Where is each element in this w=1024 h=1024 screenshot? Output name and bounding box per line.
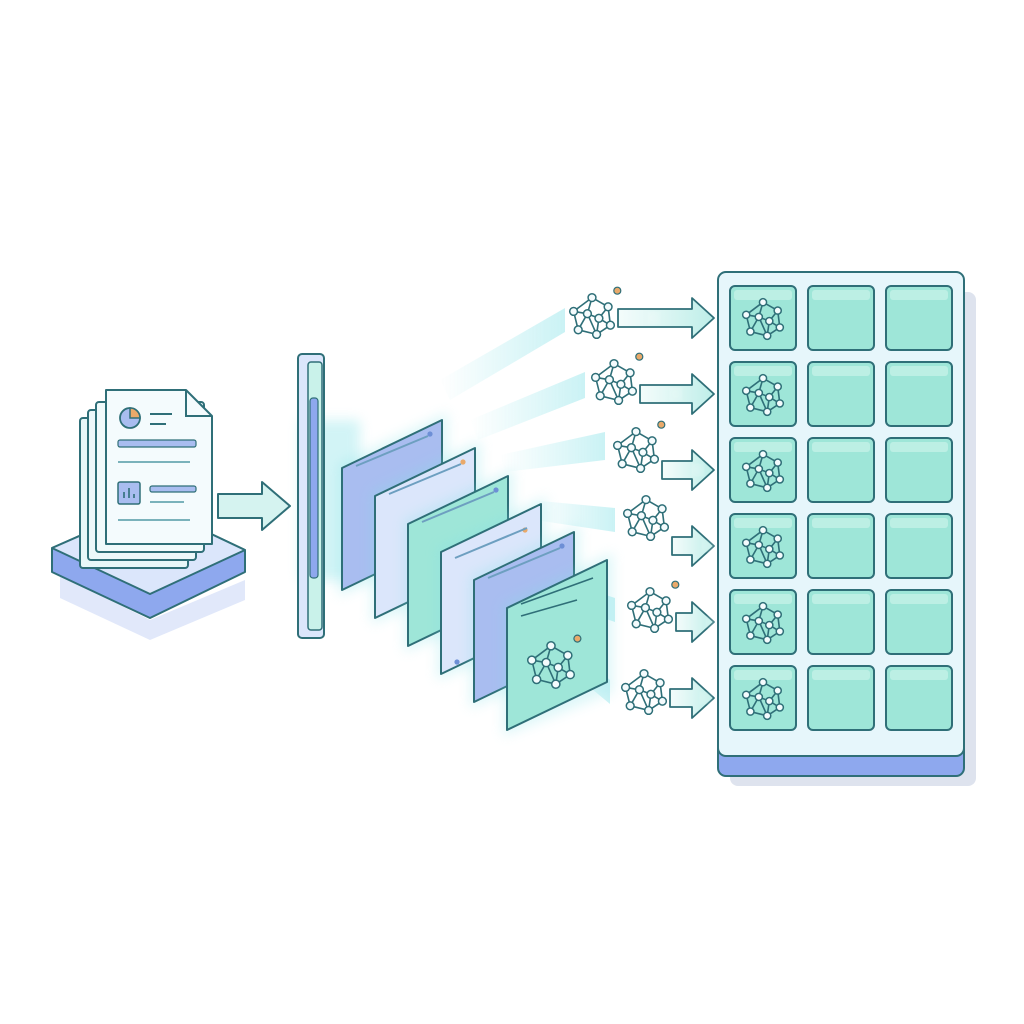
table-cell [729, 361, 797, 427]
table-cell [885, 361, 953, 427]
knowledge-graph-icon [741, 677, 785, 721]
graph-row [612, 420, 715, 491]
table-cell [885, 285, 953, 351]
knowledge-graph-icon [568, 286, 622, 340]
bar-chart-icon [117, 481, 141, 505]
knowledge-graph-icon [626, 580, 680, 634]
table-cell [807, 665, 875, 731]
table-cell [885, 437, 953, 503]
knowledge-graph-icon [620, 668, 668, 716]
graph-row [620, 668, 715, 719]
table-cell [729, 589, 797, 655]
accent-dot [657, 420, 666, 429]
table-cell [807, 437, 875, 503]
accent-dot [613, 286, 622, 295]
knowledge-graph-icon [590, 352, 644, 406]
knowledge-graph-icon [741, 449, 785, 493]
accent-dot [635, 352, 644, 361]
knowledge-graph-icon [622, 494, 670, 542]
arrow-right-icon [669, 677, 715, 719]
light-beams [440, 308, 615, 704]
pie-chart-icon [119, 407, 141, 429]
graph-rows [568, 286, 716, 719]
table-cell [729, 285, 797, 351]
document-stack-icon [51, 389, 246, 640]
arrow-right-icon [675, 601, 715, 643]
grid-table-icon [717, 271, 976, 786]
table-cell [807, 589, 875, 655]
graph-row [626, 580, 716, 643]
knowledge-graph-icon [612, 420, 666, 474]
accent-dot [671, 580, 680, 589]
graph-row [590, 352, 715, 415]
table-cell [885, 513, 953, 579]
table-cell [885, 665, 953, 731]
accent-dot [573, 634, 582, 643]
graph-row [568, 286, 715, 340]
table-cell [885, 589, 953, 655]
table-cell [729, 513, 797, 579]
arrow-right-icon [671, 525, 715, 567]
knowledge-graph-icon [526, 634, 582, 690]
knowledge-graph-icon [741, 373, 785, 417]
document-pages [79, 389, 213, 569]
knowledge-graph-icon [741, 297, 785, 341]
document-chunk-icon [503, 552, 613, 736]
table-cell [807, 361, 875, 427]
knowledge-graph-icon [741, 601, 785, 645]
knowledge-graph-icon [741, 525, 785, 569]
table-cell [807, 285, 875, 351]
table-cell [729, 665, 797, 731]
table-cell [807, 513, 875, 579]
slicer-panel-icon [297, 353, 360, 639]
arrow-right-icon [661, 449, 715, 491]
graph-row [622, 494, 715, 567]
arrow-right-icon [617, 297, 715, 339]
table-cell [729, 437, 797, 503]
input-arrow-icon [217, 481, 291, 531]
document-chunks [338, 412, 613, 736]
